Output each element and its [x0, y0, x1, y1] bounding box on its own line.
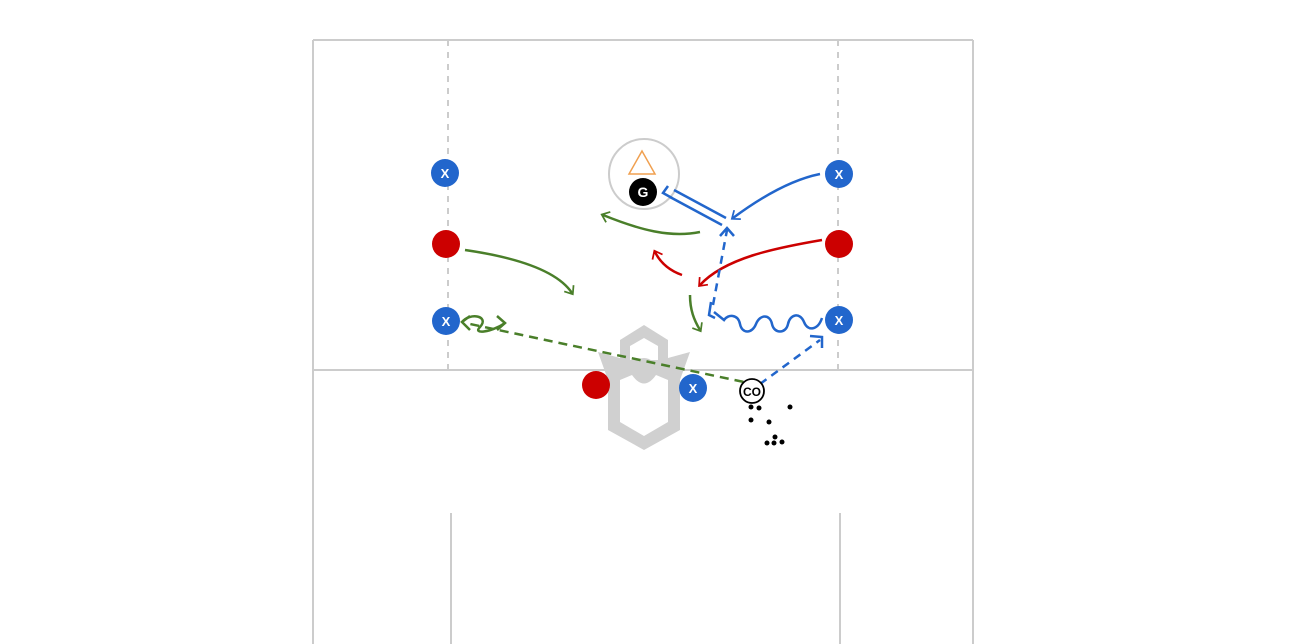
goalie: G [629, 178, 657, 206]
svg-text:X: X [689, 381, 698, 396]
player-red-right [825, 230, 853, 258]
coach-label: CO [743, 385, 761, 399]
lacrosse-logo-icon [598, 325, 690, 450]
green-cut-left [464, 248, 575, 296]
blue-shot-head [661, 185, 673, 200]
blue-dodge-bar [707, 301, 716, 320]
green-chevron-left [460, 315, 471, 331]
blue-cut-top [730, 172, 821, 221]
svg-text:X: X [442, 314, 451, 329]
blue-double-line-b [673, 188, 727, 220]
player-x-center: X [679, 374, 707, 402]
green-pass-dashed [469, 322, 759, 387]
svg-text:X: X [835, 167, 844, 182]
ball-pile-icon [748, 404, 793, 446]
cone-icon [627, 149, 657, 175]
player-x-right-bottom: X [825, 306, 853, 334]
svg-text:X: X [835, 313, 844, 328]
red-paths [651, 238, 823, 288]
player-x-right-top: X [825, 160, 853, 188]
blue-double-line-a [669, 195, 723, 227]
green-cut-middle [688, 294, 703, 333]
blue-dashed-coach-head [809, 334, 824, 348]
blue-dashed-top-head [719, 226, 735, 237]
coach: CO [739, 378, 765, 404]
goal-crease-icon [608, 138, 680, 210]
red-cut-small [651, 249, 683, 277]
blue-dodge-wavy [713, 311, 824, 333]
svg-text:X: X [441, 166, 450, 181]
player-red-left [432, 230, 460, 258]
goalie-label: G [638, 184, 649, 200]
red-cut-right [698, 238, 823, 288]
blue-dashed-middle [711, 229, 729, 306]
green-chevron-right [496, 315, 507, 331]
blue-dashed-coach [759, 338, 821, 386]
green-loop [461, 315, 506, 333]
player-x-left-bottom: X [432, 307, 460, 335]
green-cut-top [600, 211, 701, 236]
green-paths [460, 211, 759, 387]
blue-paths [661, 172, 824, 386]
field-lines [312, 39, 974, 644]
player-red-center [582, 371, 610, 399]
player-x-left-top: X [431, 159, 459, 187]
